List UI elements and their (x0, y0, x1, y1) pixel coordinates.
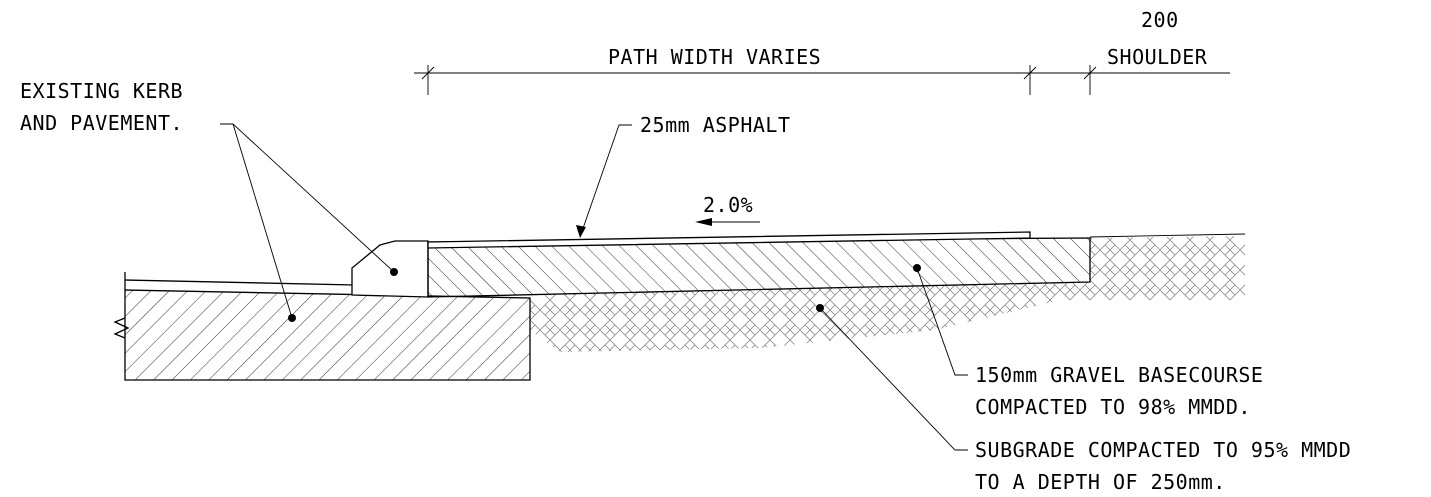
kerb-leader (220, 123, 395, 319)
shoulder-label: SHOULDER (1107, 45, 1208, 69)
subgrade-leader (819, 307, 968, 451)
existing-pavement-slab (113, 272, 531, 381)
path-width-label: PATH WIDTH VARIES (608, 45, 821, 69)
basecourse-leader (916, 267, 968, 376)
asphalt-layer (427, 231, 1031, 249)
asphalt-label: 25mm ASPHALT (640, 113, 791, 137)
basecourse-label-line1: 150mm GRAVEL BASECOURSE (975, 363, 1263, 387)
kerb-label-line1: EXISTING KERB (20, 79, 183, 103)
slope-arrow (695, 218, 760, 226)
subgrade-soil (530, 233, 1246, 352)
existing-kerb (351, 240, 429, 298)
kerb-label-line2: AND PAVEMENT. (20, 111, 183, 135)
shoulder-value-label: 200 (1141, 8, 1179, 32)
subgrade-label-line1: SUBGRADE COMPACTED TO 95% MMDD (975, 438, 1351, 462)
basecourse-label-line2: COMPACTED TO 98% MMDD. (975, 395, 1251, 419)
dimension-lines (414, 65, 1230, 95)
asphalt-leader (576, 124, 632, 238)
subgrade-label-line2: TO A DEPTH OF 250mm. (975, 470, 1226, 494)
slope-label: 2.0% (703, 193, 753, 217)
